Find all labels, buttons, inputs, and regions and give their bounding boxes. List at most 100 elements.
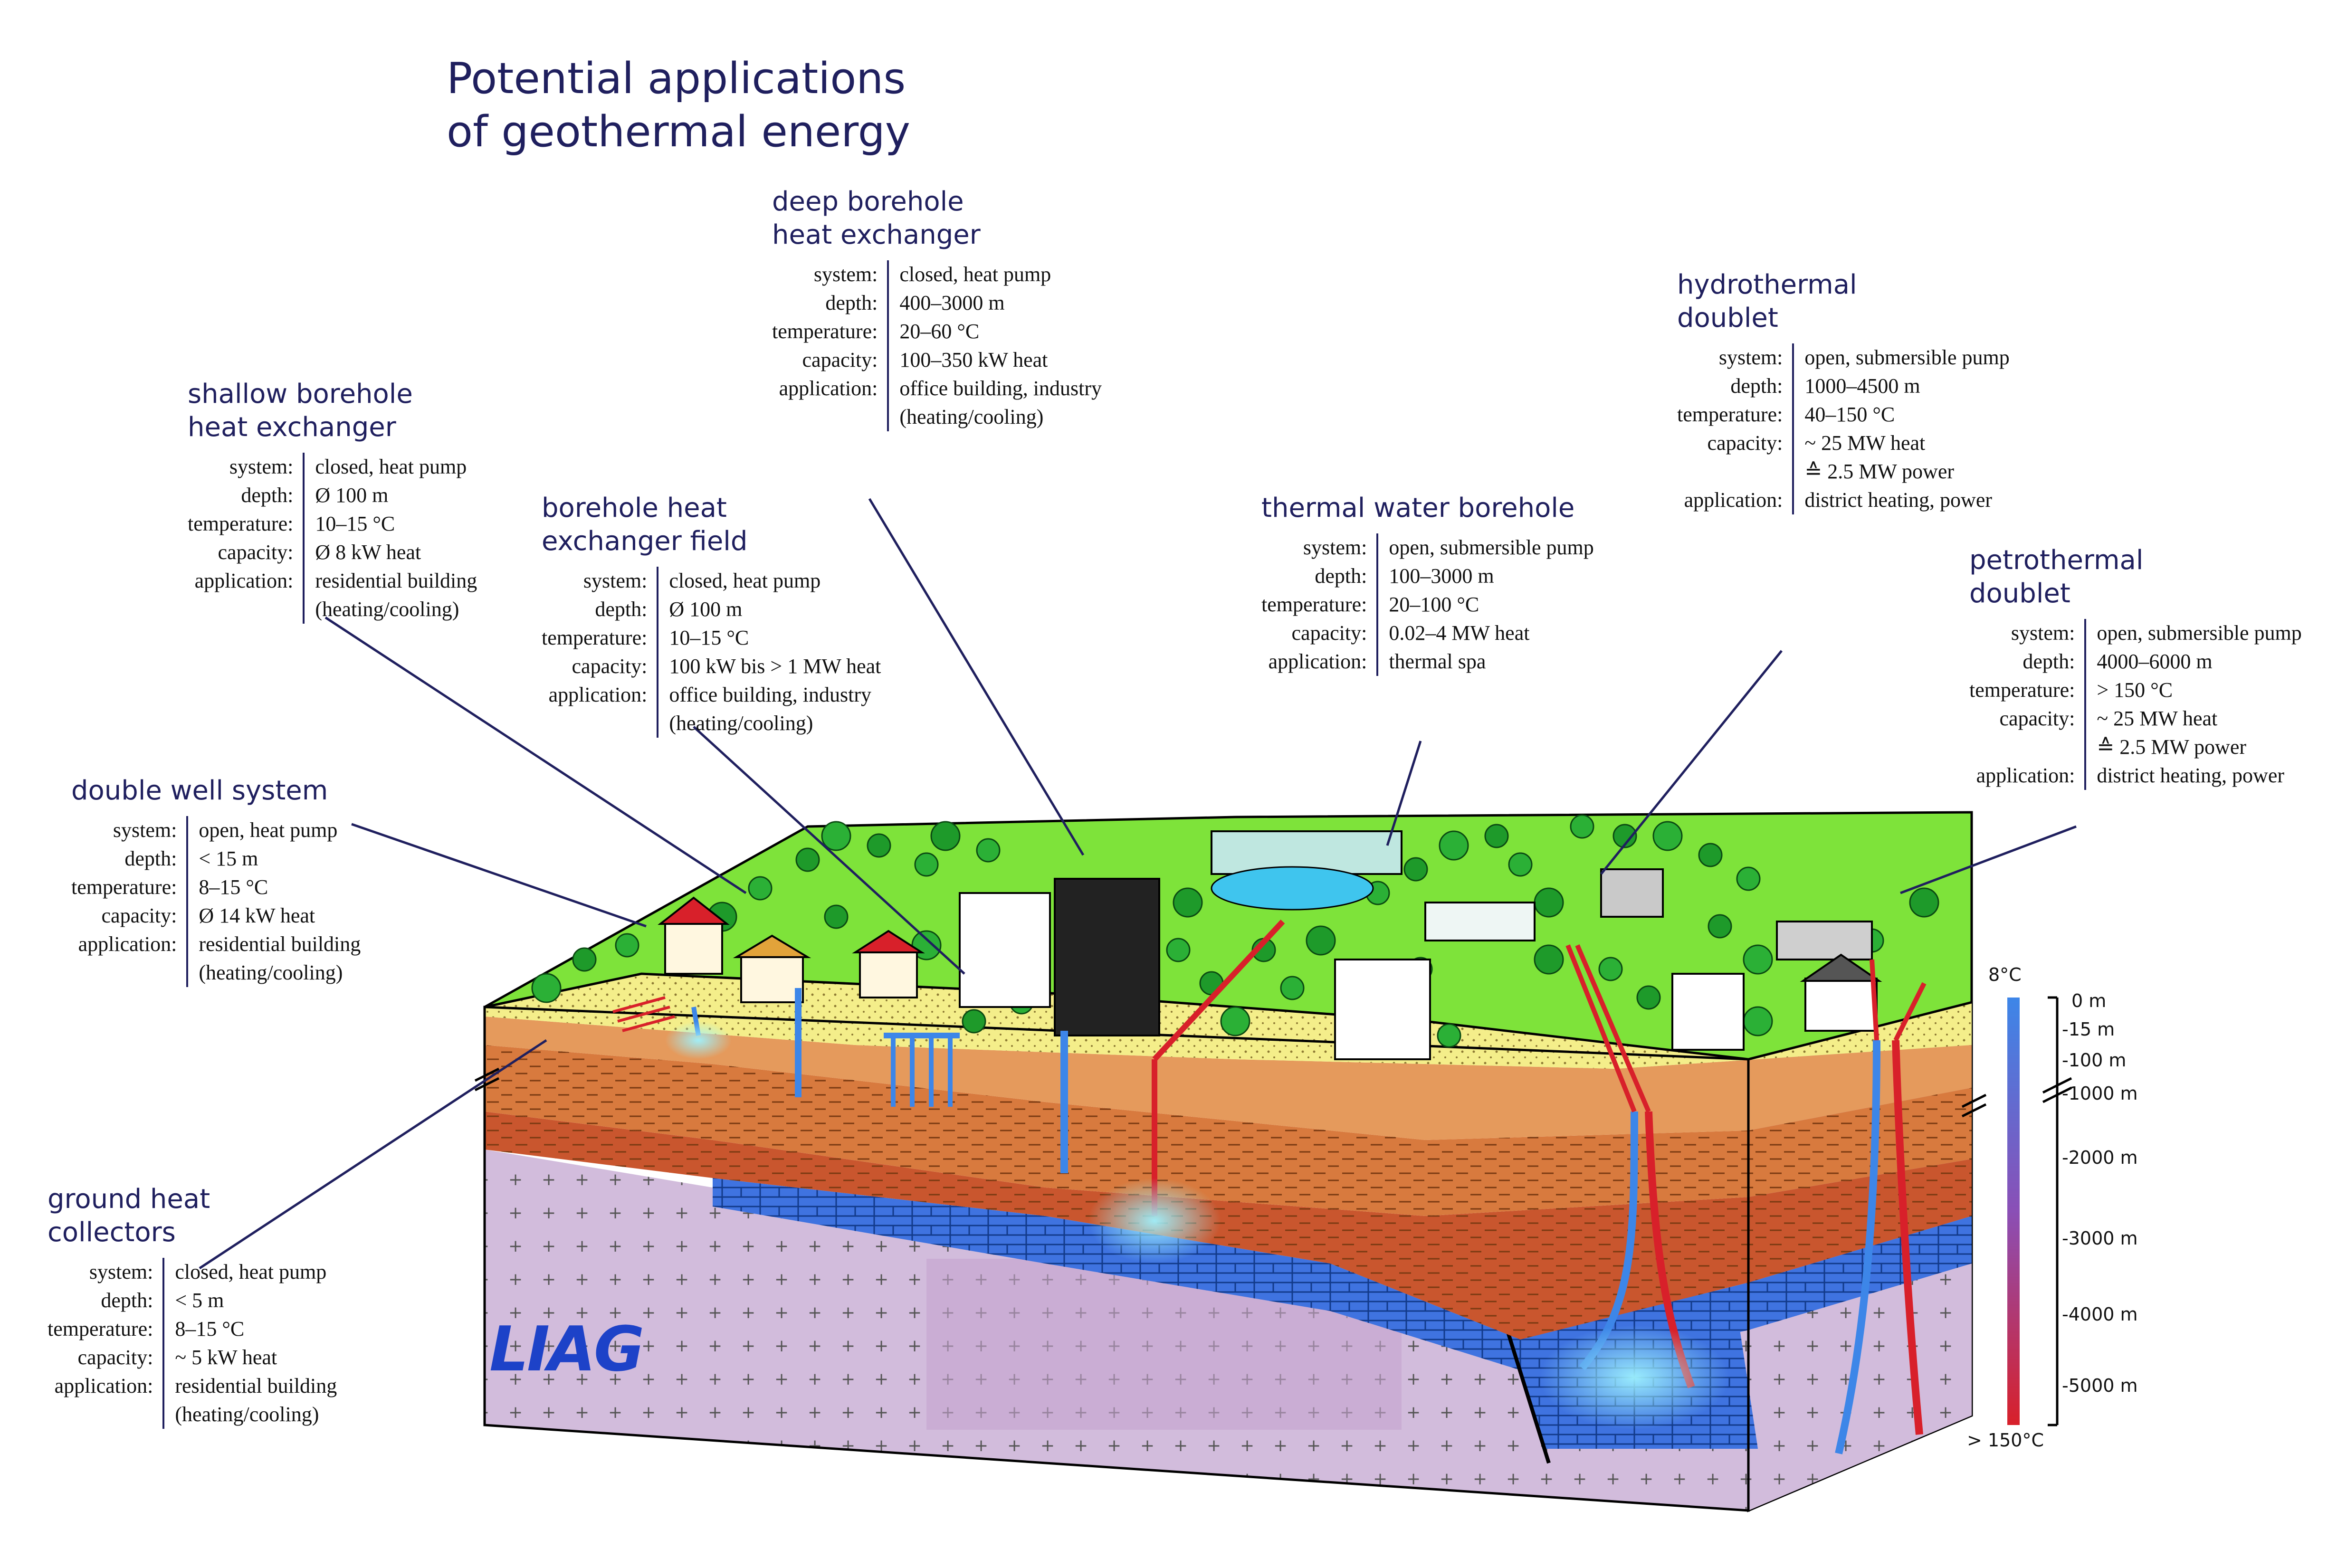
spec-row: capacity:100–350 kW heat [772,346,1102,374]
spec-value: 100–350 kW heat [887,346,1102,374]
house-2 [740,954,804,1003]
spec-value: ≙ 2.5 MW power [2084,733,2302,761]
tree [1743,944,1773,975]
tree [867,833,891,858]
apartment-block-2 [1671,973,1745,1051]
spec-row: depth:< 15 m [71,845,361,873]
callout-title-line: heat exchanger [772,219,981,250]
spec-key: application: [78,932,177,956]
depth-label: -3000 m [2062,1228,2138,1249]
spec-row: system:closed, heat pump [772,260,1102,289]
spec-value: district heating, power [2084,761,2302,790]
callout-thermal-water: thermal water borehole system: open, subme… [1261,492,1594,676]
spec-key: system: [1303,536,1367,559]
tree [1743,1006,1773,1036]
temperature-scale [474,996,2072,1426]
spec-row: (heating/cooling) [48,1400,337,1429]
callout-title-line: doublet [1677,303,1778,333]
spec-key: application: [1976,764,2075,787]
spec-value: Ø 100 m [303,481,477,510]
spec-row: system:closed, heat pump [542,567,881,595]
house-3 [859,949,918,998]
spec-row: depth:1000–4500 m [1677,372,2010,400]
spec-value: 1000–4500 m [1792,372,2010,400]
tree [1612,824,1637,848]
spec-row: application:district heating, power [1677,486,2010,514]
spa-pool [1211,866,1374,911]
tree [1437,1023,1461,1048]
spec-row: (heating/cooling) [71,959,361,987]
spec-value: open, submersible pump [1376,533,1594,562]
callout-title-line: hydrothermal [1677,269,1857,300]
office-block [959,892,1051,1008]
depth-label: -15 m [2062,1019,2115,1040]
spec-key: depth: [241,484,294,507]
tree [1708,914,1732,939]
spec-row: temperature:10–15 °C [188,510,477,538]
spec-row: application:residential building [71,930,361,959]
scale-temp-top: 8°C [1988,964,2022,985]
spec-value: open, submersible pump [2084,619,2302,647]
spec-row: ≙ 2.5 MW power [1969,733,2302,761]
spec-key: application: [54,1374,153,1397]
spec-value: district heating, power [1792,486,2010,514]
glow-hydrothermal [1539,1325,1729,1430]
tree [1636,985,1661,1010]
callout-title-line: shallow borehole [188,379,413,409]
callout-title-line: thermal water borehole [1261,493,1575,523]
spec-value: 4000–6000 m [2084,647,2302,676]
spec-row: application:thermal spa [1261,647,1594,676]
spec-key [71,959,187,987]
spec-value: ~ 5 kW heat [162,1343,337,1372]
factory [1600,868,1664,918]
spec-value: ~ 25 MW heat [2084,704,2302,733]
spec-row: temperature:10–15 °C [542,624,881,652]
spec-row: depth: Ø 100 m [188,481,477,510]
leader-petro [1900,825,2077,894]
spec-value: 100 kW bis > 1 MW heat [657,652,881,681]
tree [531,973,562,1003]
spec-value: thermal spa [1376,647,1594,676]
leader-deep [868,498,1085,856]
spec-key: depth: [1315,564,1367,588]
pipe-field [891,1036,953,1107]
spec-row: system:open, submersible pump [1677,343,2010,372]
spec-key [1969,733,2085,761]
callout-title-line: ground heat [48,1184,210,1215]
spec-value: 8–15 °C [186,873,361,902]
spec-value: Ø 14 kW heat [186,902,361,930]
pipe-hydro-surface [1565,944,1651,1112]
spec-row: capacity:100 kW bis > 1 MW heat [542,652,881,681]
spec-row: temperature:20–100 °C [1261,590,1594,619]
spec-key: system: [113,818,177,842]
spec-value: residential building [162,1372,337,1400]
tree [748,876,773,901]
tree [1534,887,1564,918]
buildings [658,830,1882,1060]
leader-double-well [351,823,647,928]
leader-shallow [324,616,747,894]
spec-value: ~ 25 MW heat [1792,429,2010,457]
tree [1909,887,1939,918]
tree [1570,814,1594,839]
tree [930,821,961,851]
liag-logo: LIAG [489,1313,645,1385]
pipes [612,919,1927,1454]
page-title: Potential applications of geothermal ene… [447,52,1112,159]
callout-title-line: deep borehole [772,186,964,217]
spec-value: (heating/cooling) [657,709,881,738]
spec-key: depth: [595,598,648,621]
page-title-line-2: of geothermal energy [447,107,911,157]
spec-key: depth: [101,1289,153,1312]
tree [1306,925,1336,956]
callout-title-line: petrothermal [1969,545,2144,576]
spec-value: ≙ 2.5 MW power [1792,457,2010,486]
greenhouse [1424,902,1536,941]
tree [976,838,1001,863]
